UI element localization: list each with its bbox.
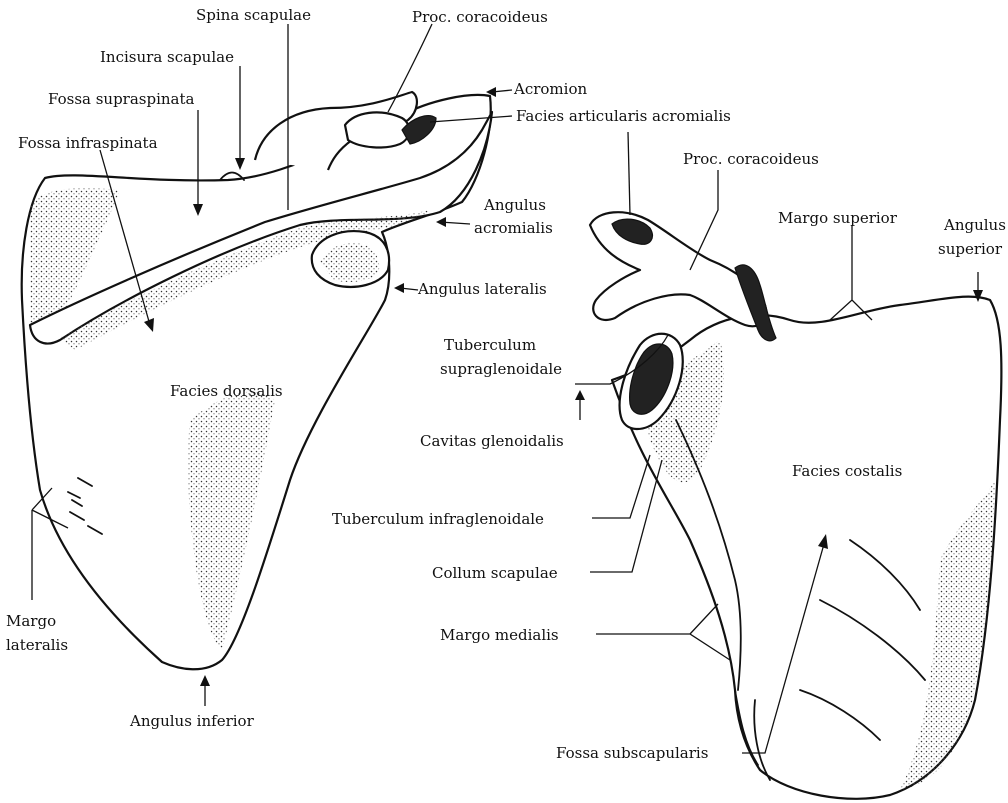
- leader-tuberculum-infraglenoidale: [592, 455, 650, 518]
- arrowhead-angulus-inferior: [200, 675, 210, 686]
- label-fossa-subscapularis: Fossa subscapularis: [556, 744, 708, 762]
- label-facies-costalis: Facies costalis: [792, 462, 902, 480]
- leader-margo-superior: [830, 225, 872, 320]
- label-tuberculum-infraglenoidale: Tuberculum infraglenoidale: [332, 510, 544, 528]
- label-margo-medialis: Margo medialis: [440, 626, 559, 644]
- posterior-scapula: [22, 92, 492, 669]
- label-proc-coracoideus-left: Proc. coracoideus: [412, 8, 548, 26]
- arrowhead-angulus-lateralis: [394, 283, 404, 293]
- leader-facies-articularis-right: [628, 132, 630, 215]
- label-cavitas-glenoidalis: Cavitas glenoidalis: [420, 432, 564, 450]
- arrowhead-cavitas-glenoidalis: [575, 390, 585, 400]
- label-angulus-acromialis-2: acromialis: [474, 219, 553, 237]
- label-fossa-infraspinata: Fossa infraspinata: [18, 134, 158, 152]
- label-acromion: Acromion: [513, 80, 587, 98]
- label-spina-scapulae: Spina scapulae: [196, 6, 311, 24]
- label-tuberculum-supraglenoidale-1: Tuberculum: [444, 336, 536, 354]
- label-tuberculum-supraglenoidale-2: supraglenoidale: [440, 360, 562, 378]
- label-margo-lateralis-1: Margo: [6, 612, 56, 630]
- label-angulus-superior-1: Angulus: [943, 216, 1006, 234]
- leader-margo-medialis: [596, 604, 730, 660]
- label-fossa-supraspinata: Fossa supraspinata: [48, 90, 195, 108]
- label-facies-articularis-acromialis: Facies articularis acromialis: [516, 107, 731, 125]
- arrowhead-incisura: [235, 158, 245, 170]
- label-angulus-inferior: Angulus inferior: [129, 712, 255, 730]
- leader-collum-scapulae: [590, 460, 662, 572]
- label-margo-superior: Margo superior: [778, 209, 898, 227]
- label-angulus-superior-2: superior: [938, 240, 1003, 258]
- label-margo-lateralis-2: lateralis: [6, 636, 68, 654]
- label-angulus-acromialis-1: Angulus: [483, 196, 546, 214]
- acromion-process: [345, 112, 409, 147]
- anterior-scapula: [590, 212, 1001, 799]
- arrowhead-angulus-acromialis: [436, 217, 446, 227]
- label-angulus-lateralis: Angulus lateralis: [417, 280, 547, 298]
- label-facies-dorsalis: Facies dorsalis: [170, 382, 283, 400]
- label-collum-scapulae: Collum scapulae: [432, 564, 558, 582]
- label-proc-coracoideus-right: Proc. coracoideus: [683, 150, 819, 168]
- label-incisura-scapulae: Incisura scapulae: [100, 48, 234, 66]
